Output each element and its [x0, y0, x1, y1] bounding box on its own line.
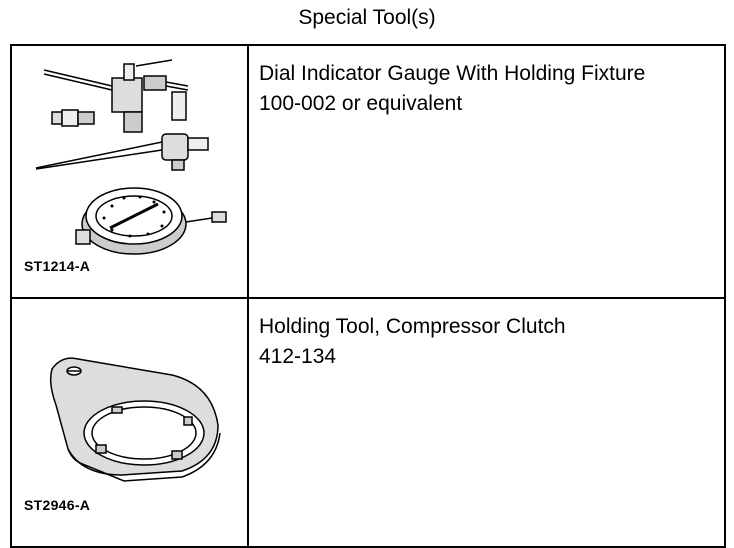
tool-description-cell: Holding Tool, Compressor Clutch 412-134: [247, 297, 726, 548]
tool-code: ST1214-A: [24, 258, 91, 274]
tool-part-number: 412-134: [259, 345, 337, 368]
tool-image-cell: ST1214-A: [10, 44, 249, 299]
tool-image-cell: ST2946-A: [10, 297, 249, 548]
tool-description-cell: Dial Indicator Gauge With Holding Fixtur…: [247, 44, 726, 299]
tool-part-number: 100-002 or equivalent: [259, 92, 463, 115]
table-row: ST2946-A Holding Tool, Compressor Clutch…: [10, 297, 726, 548]
tool-name: Dial Indicator Gauge With Holding Fixtur…: [259, 62, 646, 85]
tool-name: Holding Tool, Compressor Clutch: [259, 315, 566, 338]
dial-indicator-gauge-icon: [35, 59, 227, 255]
compressor-clutch-holding-tool-icon: [49, 357, 221, 482]
special-tools-table: ST1214-A Dial Indicator Gauge With Holdi…: [10, 44, 726, 548]
table-row: ST1214-A Dial Indicator Gauge With Holdi…: [10, 44, 726, 299]
page-title: Special Tool(s): [298, 6, 436, 29]
tool-code: ST2946-A: [24, 497, 91, 513]
